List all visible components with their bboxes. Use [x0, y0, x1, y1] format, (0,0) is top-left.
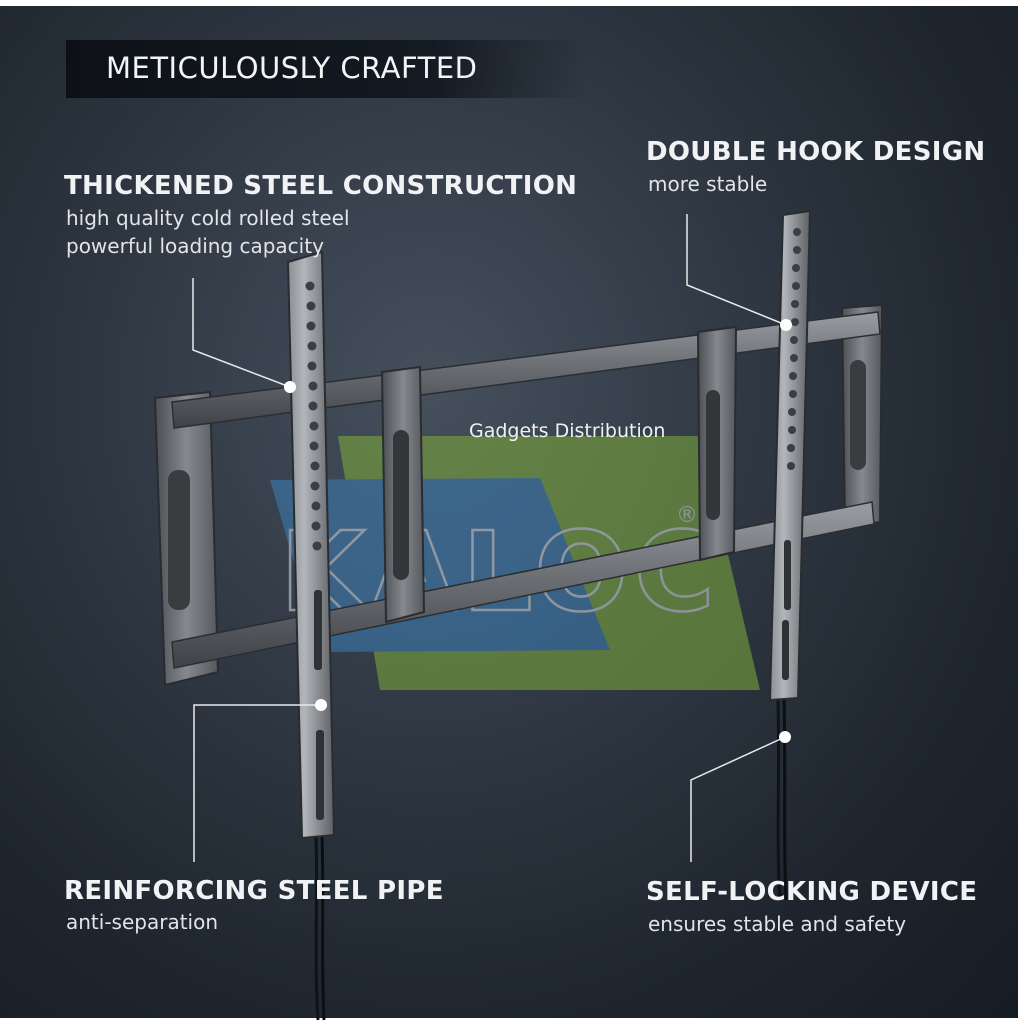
watermark-text: Gadgets Distribution [469, 420, 666, 442]
double-hook-line1: more stable [648, 172, 768, 196]
self-locking-line1: ensures stable and safety [648, 912, 907, 936]
lower-steel-pipe [171, 501, 875, 669]
upper-steel-pipe [171, 311, 881, 429]
callout-dot-thickened [284, 381, 296, 393]
double-hook-title: DOUBLE HOOK DESIGN [646, 137, 986, 167]
left-hook-arm [286, 250, 336, 840]
thickened-steel-line2: powerful loading capacity [66, 234, 324, 258]
reinforcing-pipe-line1: anti-separation [66, 910, 219, 934]
right-hook-arm [768, 209, 812, 702]
self-locking-title: SELF-LOCKING DEVICE [646, 877, 978, 907]
middle-plate-left [380, 365, 426, 624]
callout-line-double-hook [686, 214, 787, 326]
frame-right [1018, 0, 1024, 1024]
callout-line-self-locking [690, 736, 786, 862]
callout-lines [192, 214, 787, 862]
header-banner: METICULOUSLY CRAFTED [66, 40, 586, 98]
callout-line-thickened [192, 278, 291, 388]
reinforcing-pipe-title: REINFORCING STEEL PIPE [64, 876, 444, 906]
middle-plate-right [696, 325, 738, 562]
thickened-steel-title: THICKENED STEEL CONSTRUCTION [64, 171, 578, 201]
callout-dots [284, 319, 792, 743]
header-title: METICULOUSLY CRAFTED [106, 51, 478, 85]
cables [314, 699, 788, 1021]
callout-dot-self-locking [779, 731, 791, 743]
left-wall-plate [153, 390, 220, 687]
callout-line-reinforcing [193, 704, 321, 862]
callout-dot-reinforcing [315, 699, 327, 711]
frame-top [0, 0, 1024, 6]
callout-dot-double-hook [780, 319, 792, 331]
thickened-steel-line1: high quality cold rolled steel [66, 206, 350, 230]
frame-bottom [0, 1018, 1024, 1024]
registered-mark: ® [676, 503, 698, 528]
right-wall-plate [840, 303, 884, 530]
